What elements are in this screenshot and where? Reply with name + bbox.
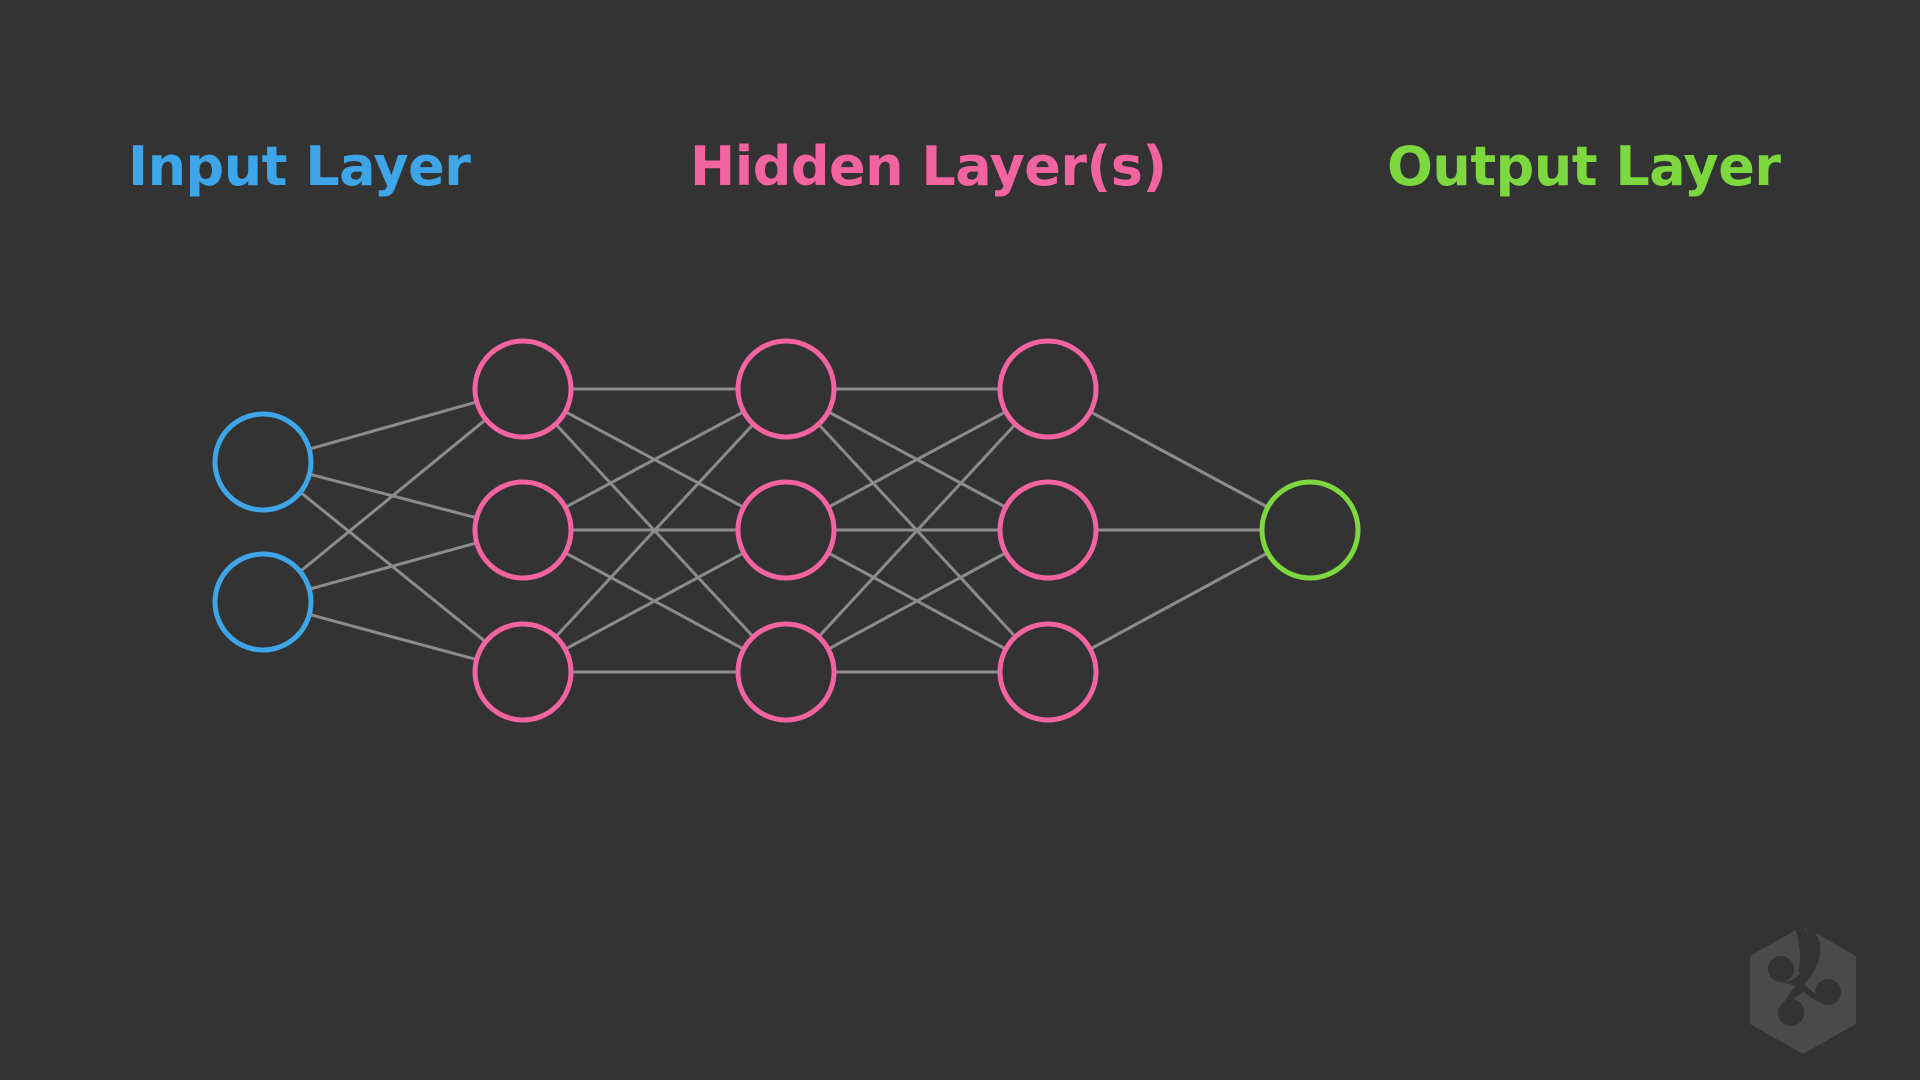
neuron-glyph (1768, 926, 1841, 1026)
educative-hexagon-logo-icon (1750, 926, 1856, 1054)
connection-edge (554, 422, 755, 639)
connection-edge (307, 400, 479, 451)
connection-edge (563, 410, 746, 509)
neuron-node-hidden (472, 479, 574, 581)
connection-edge (1088, 410, 1270, 509)
neuron-nodes (212, 338, 1361, 723)
connection-edge (817, 422, 1017, 639)
connection-edge (826, 551, 1008, 651)
neuron-node-input (212, 551, 314, 653)
connection-edges (298, 387, 1270, 674)
neuron-node-hidden (735, 338, 837, 440)
neuron-node-hidden (735, 621, 837, 723)
connection-edge (307, 541, 479, 591)
neuron-node-hidden (472, 338, 574, 440)
neuron-node-hidden (735, 479, 837, 581)
neuron-node-output (1259, 479, 1361, 581)
connection-edge (826, 410, 1008, 509)
neuron-node-hidden (997, 621, 1099, 723)
neuron-node-hidden (472, 621, 574, 723)
connection-edge (307, 612, 479, 662)
neuron-node-hidden (997, 479, 1099, 581)
connection-edge (563, 551, 746, 651)
connection-edge (1088, 551, 1270, 651)
neuron-node-input (212, 411, 314, 513)
connection-edge (298, 417, 488, 574)
neuron-node-hidden (997, 338, 1099, 440)
